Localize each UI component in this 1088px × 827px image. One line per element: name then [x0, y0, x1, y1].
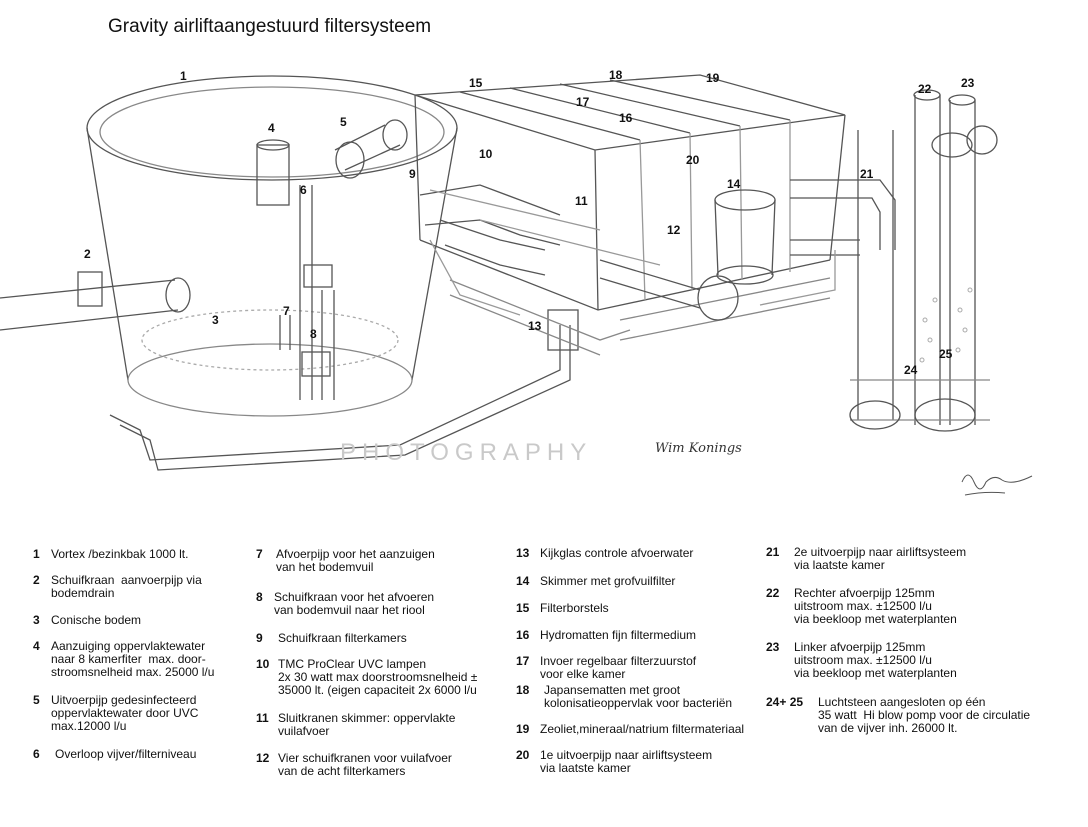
callout-13: 13 — [528, 319, 542, 333]
diagram-title: Gravity airliftaangestuurd filtersysteem — [108, 16, 432, 37]
callout-17: 17 — [576, 95, 590, 109]
watermark-text: PHOTOGRAPHY — [340, 439, 592, 466]
callout-1: 1 — [180, 69, 187, 83]
artist-signature: Wim Konings — [655, 441, 742, 456]
filter-chamber-box — [414, 74, 846, 356]
callout-2: 2 — [84, 247, 91, 261]
callout-16: 16 — [619, 111, 633, 125]
callout-labels: 1 2 3 4 5 6 7 8 9 10 11 12 13 14 15 16 1… — [84, 68, 975, 377]
callout-20: 20 — [686, 153, 700, 167]
callout-6: 6 — [300, 183, 307, 197]
callout-9: 9 — [409, 167, 416, 181]
callout-7: 7 — [283, 304, 290, 318]
callout-22: 22 — [918, 82, 932, 96]
callout-19: 19 — [706, 71, 720, 85]
callout-21: 21 — [860, 167, 874, 181]
callout-24: 24 — [904, 363, 918, 377]
uv-outlet-pipe — [334, 124, 401, 171]
callout-18: 18 — [609, 68, 623, 82]
suction-pipe — [256, 144, 290, 206]
callout-25: 25 — [939, 347, 953, 361]
callout-8: 8 — [310, 327, 317, 341]
callout-11: 11 — [575, 194, 588, 208]
callout-23: 23 — [961, 76, 975, 90]
vortex-tank — [86, 75, 458, 417]
handwritten-signature — [961, 474, 1033, 496]
callout-4: 4 — [268, 121, 275, 135]
airlift-columns — [849, 89, 998, 432]
callout-12: 12 — [667, 223, 681, 237]
callout-5: 5 — [340, 115, 347, 129]
filter-system-drawing: PHOTOGRAPHY Wim Konings 1 2 3 4 5 6 7 8 … — [0, 68, 1033, 496]
callout-10: 10 — [479, 147, 493, 161]
callout-3: 3 — [212, 313, 219, 327]
callout-15: 15 — [469, 76, 483, 90]
callout-14: 14 — [727, 177, 741, 191]
